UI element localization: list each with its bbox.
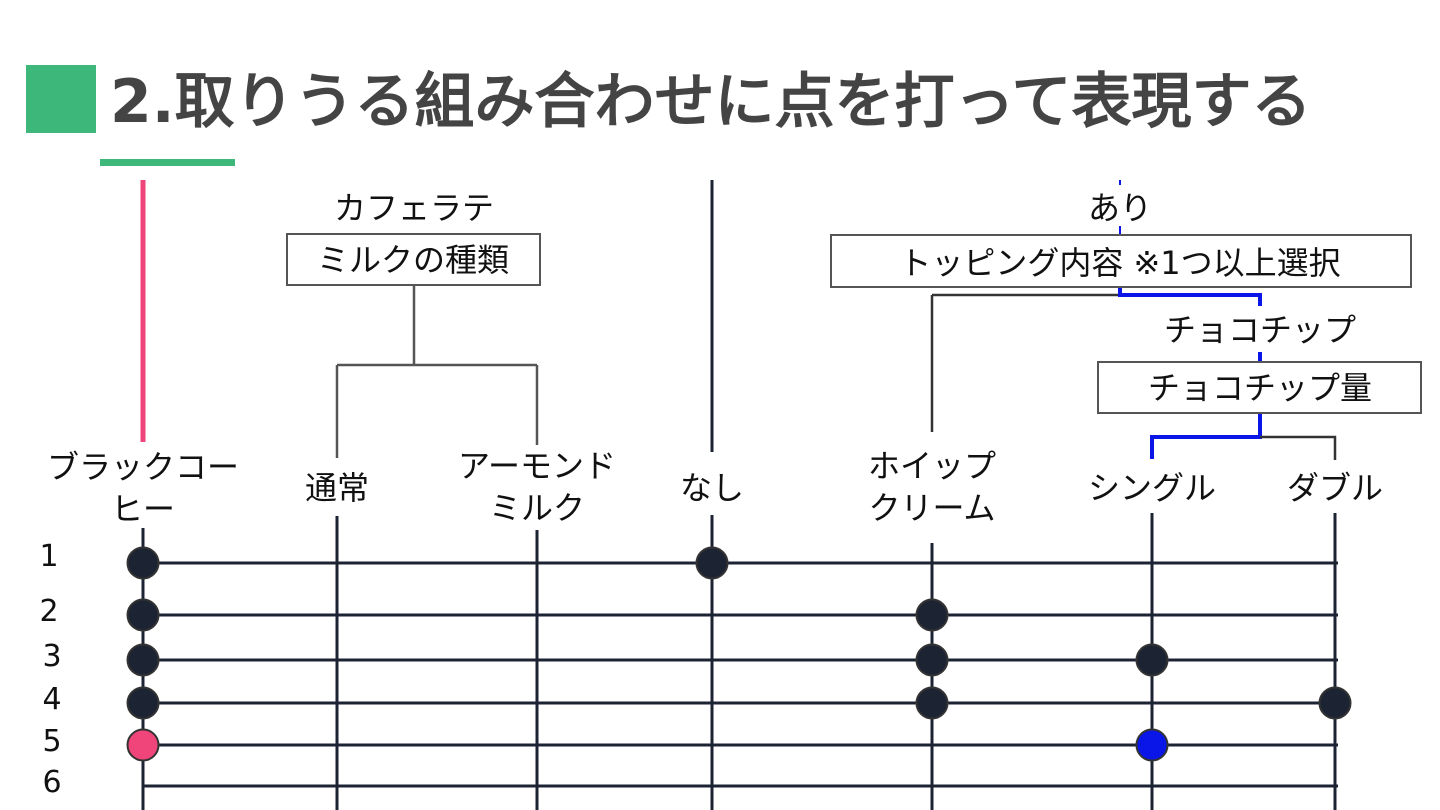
column-label-whip: ホイップ xyxy=(868,447,996,485)
column-label-normal: 通常 xyxy=(305,469,369,507)
row-labels: 1 2 3 4 5 6 xyxy=(39,539,61,800)
dot-row4-whip xyxy=(915,686,949,720)
tree-structure xyxy=(140,180,1422,460)
dot-row1-none xyxy=(695,546,729,580)
column-label-double: ダブル xyxy=(1287,469,1383,507)
topping-box xyxy=(830,234,1412,288)
row-label: 3 xyxy=(42,639,61,674)
double-drop-line xyxy=(1260,435,1337,460)
choco-amount-box-label: チョコチップ量 xyxy=(1148,369,1372,407)
dot-row5-single xyxy=(1135,728,1169,762)
row-label: 5 xyxy=(42,724,61,759)
row-label: 4 xyxy=(42,682,61,717)
choco-highlight-path xyxy=(1118,287,1262,306)
column-label-black: ブラックコー xyxy=(47,448,239,486)
caffe-latte-label: カフェラテ xyxy=(334,189,494,227)
column-label-almond: ミルク xyxy=(489,489,585,527)
single-highlight-path xyxy=(1150,413,1262,459)
dot-row5-black xyxy=(126,728,160,762)
row-label: 6 xyxy=(42,765,61,800)
choco-amount-box xyxy=(1097,361,1422,414)
page-title: 2.取りうる組み合わせに点を打って表現する xyxy=(110,67,1312,137)
combination-dots xyxy=(126,546,1352,762)
column-label-none: なし xyxy=(680,469,744,507)
dot-row2-black xyxy=(126,598,160,632)
ari-label: あり xyxy=(1088,189,1152,227)
row-label: 1 xyxy=(39,539,58,574)
dot-row2-whip xyxy=(915,598,949,632)
column-label-single: シングル xyxy=(1088,469,1216,507)
topping-box-label: トッピング内容 ※1つ以上選択 xyxy=(899,244,1340,282)
row-label: 2 xyxy=(39,594,58,629)
dot-row3-black xyxy=(126,643,160,677)
title-underline xyxy=(100,159,235,166)
choco-chip-label: チョコチップ xyxy=(1164,311,1356,349)
column-label-black: ヒー xyxy=(111,490,175,528)
milk-type-box-label: ミルクの種類 xyxy=(317,241,509,279)
dot-row4-black xyxy=(126,686,160,720)
column-label-almond: アーモンド xyxy=(458,447,616,485)
dot-row3-single xyxy=(1135,643,1169,677)
column-label-whip: クリーム xyxy=(868,489,995,527)
dot-row4-double xyxy=(1318,686,1352,720)
milk-type-box xyxy=(286,233,541,286)
dot-row1-black xyxy=(126,546,160,580)
dot-row3-whip xyxy=(915,643,949,677)
title-accent-square xyxy=(26,65,96,133)
